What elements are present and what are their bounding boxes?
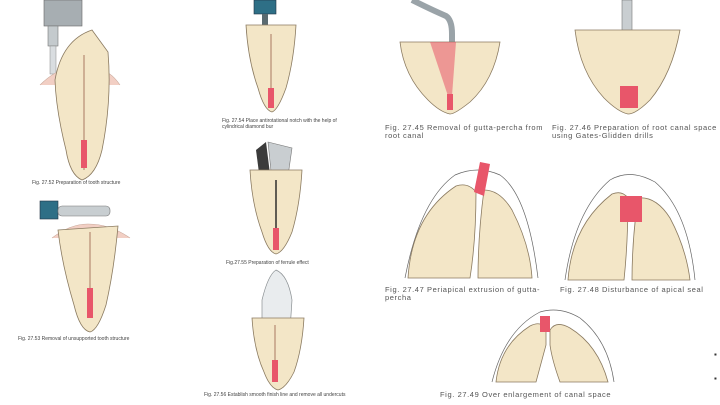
tooth-outline (57, 225, 119, 333)
tooth-outline (495, 323, 547, 383)
figure-caption: Fig. 27.49 Over enlargement of canal spa… (440, 390, 612, 399)
bur-icon (39, 200, 111, 220)
tooth-outline (407, 184, 477, 279)
tooth-outline (54, 29, 110, 181)
tooth-outline (549, 324, 609, 383)
handpiece-icon (43, 0, 83, 75)
tooth-outline (251, 317, 305, 391)
bone-outline (491, 309, 615, 383)
tooth-outline (567, 192, 629, 281)
figure-caption: Fig. 27.56 Establish smooth finish line … (204, 392, 346, 398)
core-shape (261, 269, 293, 331)
figure-caption: Fig. 27.45 Removal of gutta-percha from … (385, 123, 544, 140)
figure-caption: Fig. 27.48 Disturbance of apical seal (560, 285, 704, 294)
figure-caption: Fig. 27.47 Periapical extrusion of gutta… (385, 285, 541, 302)
tooth-outline (631, 197, 691, 281)
instrument-icon (410, 0, 455, 50)
page-edge-mark: ▪ (714, 350, 717, 359)
figure-caption: Fig.27.55 Preparation of ferrule effect (226, 260, 309, 266)
bone-outline (404, 169, 539, 279)
figure-caption: Fig. 27.52 Preparation of tooth structur… (32, 180, 121, 186)
tooth-outline (477, 189, 533, 279)
tooth-outline (574, 29, 681, 115)
page-edge-mark: ▪ (714, 374, 717, 383)
figure-caption: Fig. 27.54 Place antirotational notch wi… (222, 118, 337, 130)
figure-caption: Fig. 27.46 Preparation of root canal spa… (552, 123, 717, 140)
figure-caption: Fig. 27.53 Removal of unsupported tooth … (18, 336, 130, 342)
bone-outline (564, 174, 696, 281)
